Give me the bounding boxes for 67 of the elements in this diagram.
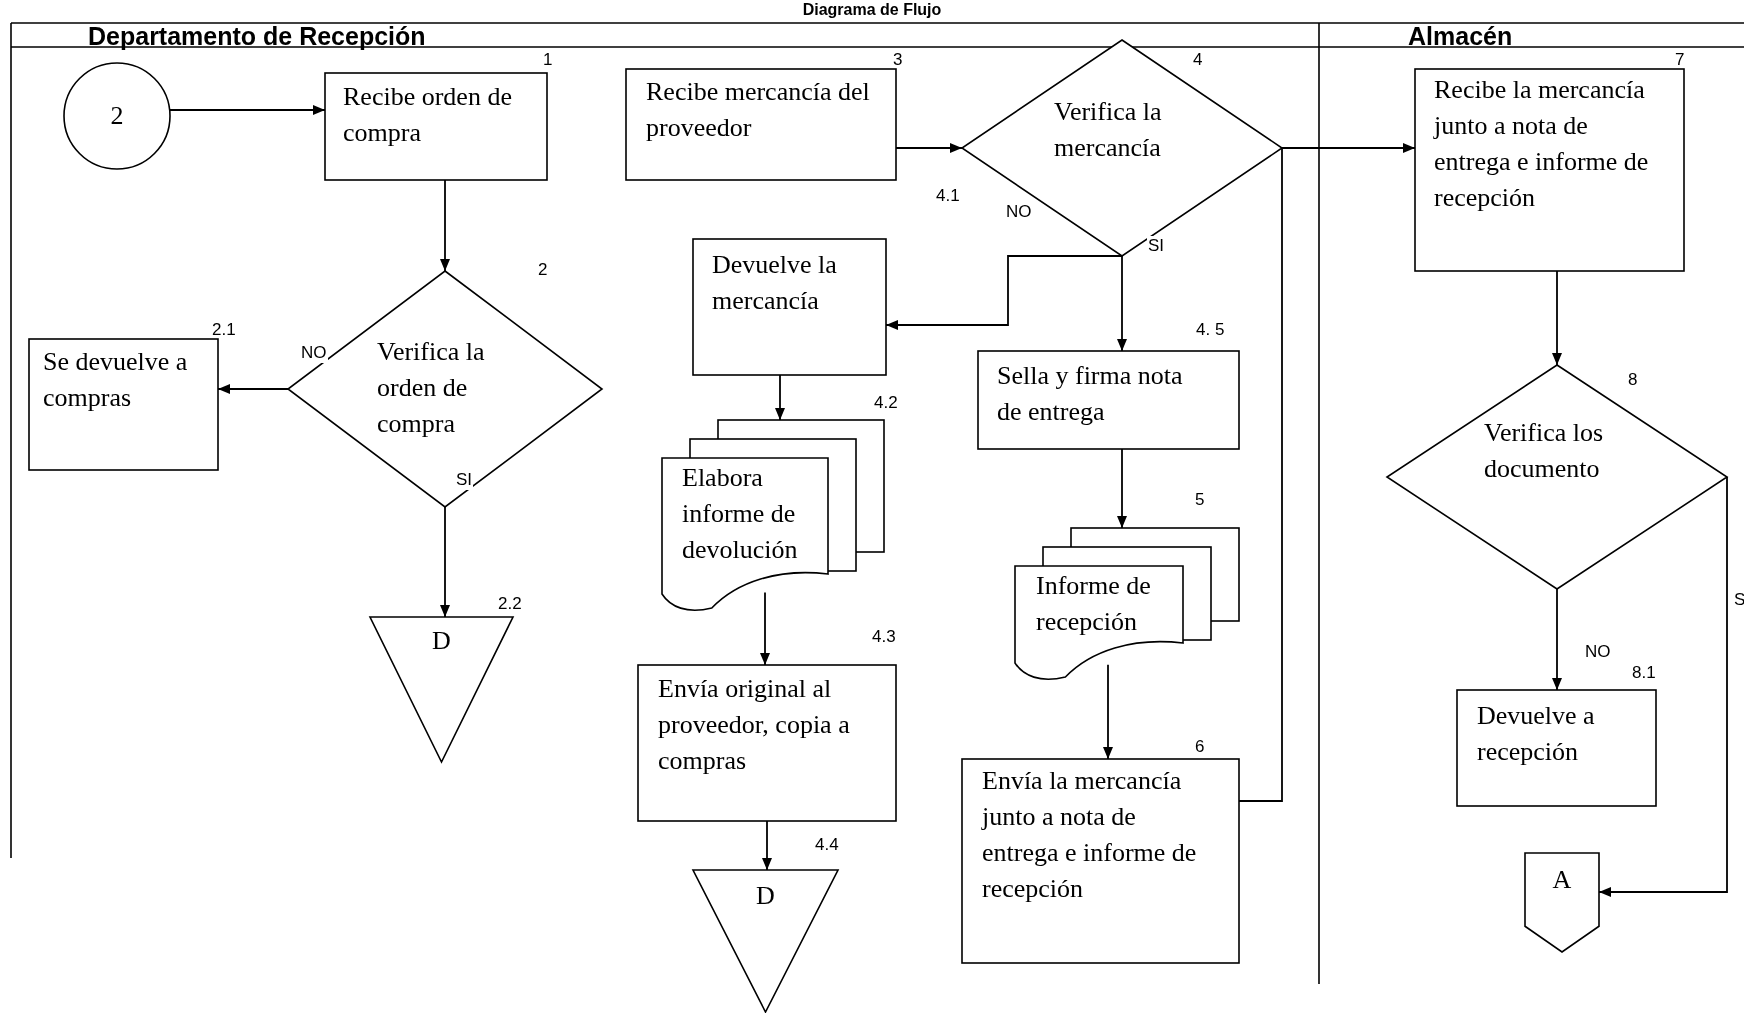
lane-header: Almacén: [1408, 22, 1513, 50]
arrow: [440, 179, 450, 272]
step-number: 4.4: [815, 835, 839, 855]
edge-label: NO: [300, 343, 328, 363]
step-text: Verifica los documento: [1484, 417, 1605, 485]
step-number: 4.3: [872, 627, 896, 647]
process-box: [626, 69, 896, 180]
document-stack: [662, 420, 884, 612]
step-text: Envía la mercancía junto a nota de entrega e informe de recepción: [982, 765, 1197, 905]
offpage-connector: [1525, 853, 1599, 952]
step-text: Informe de recepción: [1036, 570, 1152, 638]
step-text: Verifica la orden de compra: [377, 336, 486, 440]
step-text: Se devuelve a compras: [43, 346, 189, 414]
arrow: [1117, 255, 1127, 352]
step-text: Envía original al proveedor, copia a compras: [658, 673, 851, 777]
arrow: [1103, 663, 1113, 760]
arrow: [169, 105, 326, 115]
arrow: [1552, 270, 1562, 366]
step-number: 4.2: [874, 393, 898, 413]
connector-label: A: [1551, 864, 1573, 896]
connector-label: D: [755, 880, 776, 912]
process-box: [325, 73, 547, 180]
arrow: [440, 506, 450, 618]
step-number: 6: [1195, 737, 1205, 757]
step-number: 5: [1195, 490, 1205, 510]
process-box: [29, 339, 218, 470]
decision-diamond: [1387, 365, 1727, 589]
arrow: [760, 591, 770, 666]
process-box: [693, 239, 886, 375]
lane-header: Departamento de Recepción: [88, 22, 426, 50]
arrow: [1117, 448, 1127, 529]
step-number: 2: [538, 260, 548, 280]
step-number: 1: [543, 50, 553, 70]
step-number: 7: [1675, 50, 1685, 70]
step-text: Recibe la mercancía junto a nota de entrega e informe de recepción: [1434, 74, 1650, 214]
diagram-title: Diagrama de Flujo: [801, 1, 943, 19]
step-text: Elabora informe de devolución: [682, 462, 799, 566]
decision-diamond: [962, 40, 1282, 256]
step-text: Recibe orden de compra: [343, 81, 513, 149]
step-text: Sella y firma nota de entrega: [997, 360, 1184, 428]
step-number: 4: [1193, 50, 1203, 70]
step-number: 3: [893, 50, 903, 70]
process-box: [978, 351, 1239, 449]
process-box: [962, 759, 1239, 963]
step-number: 2.1: [212, 320, 236, 340]
step-number: 4.1: [936, 186, 960, 206]
arrow: [775, 374, 785, 421]
step-number: 8: [1628, 370, 1638, 390]
document-stack: [1015, 528, 1239, 681]
connector-label: 2: [109, 100, 125, 132]
step-text: Devuelve a recepción: [1477, 700, 1596, 768]
archive-triangle: [693, 870, 838, 1012]
edge-label: SI: [455, 470, 474, 490]
connector-label: D: [431, 625, 452, 657]
arrow: [762, 820, 772, 871]
process-box: [638, 665, 896, 821]
process-box: [1457, 690, 1656, 806]
archive-triangle: [370, 617, 513, 762]
connector-circle: [64, 63, 170, 169]
step-number: 2.2: [498, 594, 522, 614]
step-text: Recibe mercancía del proveedor: [646, 76, 871, 144]
process-box: [1415, 69, 1684, 271]
arrow: [1552, 588, 1562, 691]
step-text: Devuelve la mercancía: [712, 249, 838, 317]
step-text: Verifica la mercancía: [1054, 96, 1163, 164]
step-number: 8.1: [1632, 663, 1656, 683]
step-number: 4. 5: [1196, 320, 1225, 340]
